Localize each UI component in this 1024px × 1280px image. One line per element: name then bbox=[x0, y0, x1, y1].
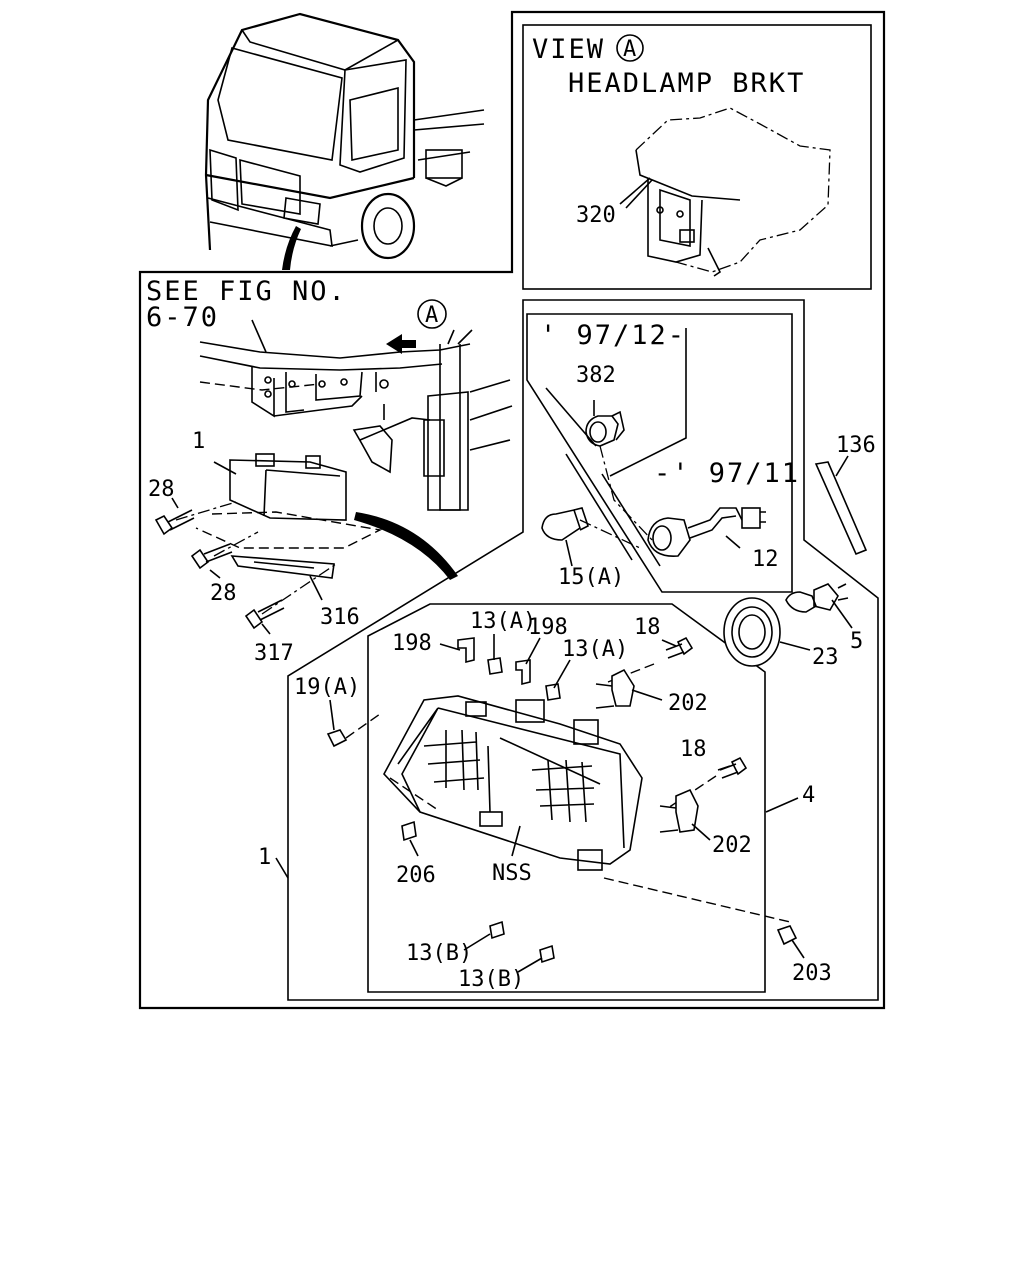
clip-13b-upper bbox=[489, 920, 505, 940]
ring-23 bbox=[723, 597, 781, 667]
view-circle-letter: A bbox=[623, 37, 636, 62]
part-320: 320 bbox=[576, 203, 616, 228]
clip-13b-lower bbox=[539, 944, 555, 964]
nut-19a bbox=[326, 729, 348, 748]
part-317: 317 bbox=[254, 641, 294, 666]
part-13b-upper: 13(B) bbox=[406, 941, 472, 966]
nss-label: NSS bbox=[492, 861, 532, 886]
part-numbers: 320 1 28 28 316 317 382 12 15(A) 136 5 2… bbox=[148, 203, 876, 992]
clip-206 bbox=[401, 820, 417, 842]
bulb-382 bbox=[585, 410, 625, 447]
leader-lines bbox=[171, 177, 853, 973]
bulb-5 bbox=[785, 583, 849, 613]
part-206: 206 bbox=[396, 863, 436, 888]
trim-136 bbox=[814, 461, 868, 556]
part-18-upper: 18 bbox=[634, 615, 661, 640]
part-136: 136 bbox=[836, 433, 876, 458]
see-fig-label: SEE FIG NO. bbox=[146, 276, 347, 307]
part-4: 4 bbox=[802, 783, 815, 808]
view-a-label: VIEW A HEADLAMP BRKT bbox=[532, 34, 805, 99]
part-382: 382 bbox=[576, 363, 616, 388]
part-19a: 19(A) bbox=[294, 675, 360, 700]
part-15a: 15(A) bbox=[558, 565, 624, 590]
screw-317 bbox=[244, 599, 285, 630]
headlamp-brkt-label: HEADLAMP BRKT bbox=[568, 68, 805, 99]
part-18-lower: 18 bbox=[680, 737, 707, 762]
clip-13a-right bbox=[545, 683, 561, 701]
clip-198-left bbox=[457, 637, 475, 664]
from-date-label: ' 97/12- bbox=[540, 320, 686, 351]
truck-sketch bbox=[204, 12, 485, 270]
bracket-202-upper bbox=[595, 668, 635, 709]
arrow-circle-letter: A bbox=[425, 303, 438, 328]
part-13a-left: 13(A) bbox=[470, 609, 536, 634]
screw-18-upper bbox=[665, 636, 694, 659]
part-198-left: 198 bbox=[392, 631, 432, 656]
part-1-upper: 1 bbox=[192, 429, 205, 454]
part-12: 12 bbox=[752, 547, 779, 572]
part-203: 203 bbox=[792, 961, 832, 986]
socket-12 bbox=[647, 507, 766, 557]
bulb-15a bbox=[541, 507, 589, 541]
part-316: 316 bbox=[320, 605, 360, 630]
to-date-label: -' 97/11 bbox=[654, 458, 800, 489]
clip-198-right bbox=[515, 659, 531, 686]
part-13a-right: 13(A) bbox=[562, 637, 628, 662]
bracket-202-lower bbox=[659, 788, 699, 833]
bulb-sub-lines bbox=[545, 328, 687, 567]
screw-28-upper bbox=[154, 509, 195, 536]
view-label: VIEW bbox=[532, 34, 605, 65]
part-198-right: 198 bbox=[528, 615, 568, 640]
view-a-headlamp-bracket bbox=[625, 107, 831, 277]
large-headlamp-assembly bbox=[345, 663, 791, 923]
part-28-lower: 28 bbox=[210, 581, 237, 606]
mounting-frame-sketch bbox=[199, 329, 513, 580]
screw-28-lower bbox=[190, 543, 233, 570]
part-23: 23 bbox=[812, 645, 839, 670]
part-28-upper: 28 bbox=[148, 477, 175, 502]
part-13b-lower: 13(B) bbox=[458, 967, 524, 992]
frame-outlines bbox=[138, 10, 886, 1010]
nut-203 bbox=[776, 925, 798, 946]
part-202-lower: 202 bbox=[712, 833, 752, 858]
see-fig-number: 6-70 bbox=[146, 302, 219, 333]
small-headlamp-assembly bbox=[175, 453, 383, 615]
part-5: 5 bbox=[850, 629, 863, 654]
part-1-lower: 1 bbox=[258, 845, 271, 870]
arrow-a-marker: A bbox=[417, 299, 447, 329]
clip-13a-left bbox=[487, 657, 503, 675]
part-202-upper: 202 bbox=[668, 691, 708, 716]
